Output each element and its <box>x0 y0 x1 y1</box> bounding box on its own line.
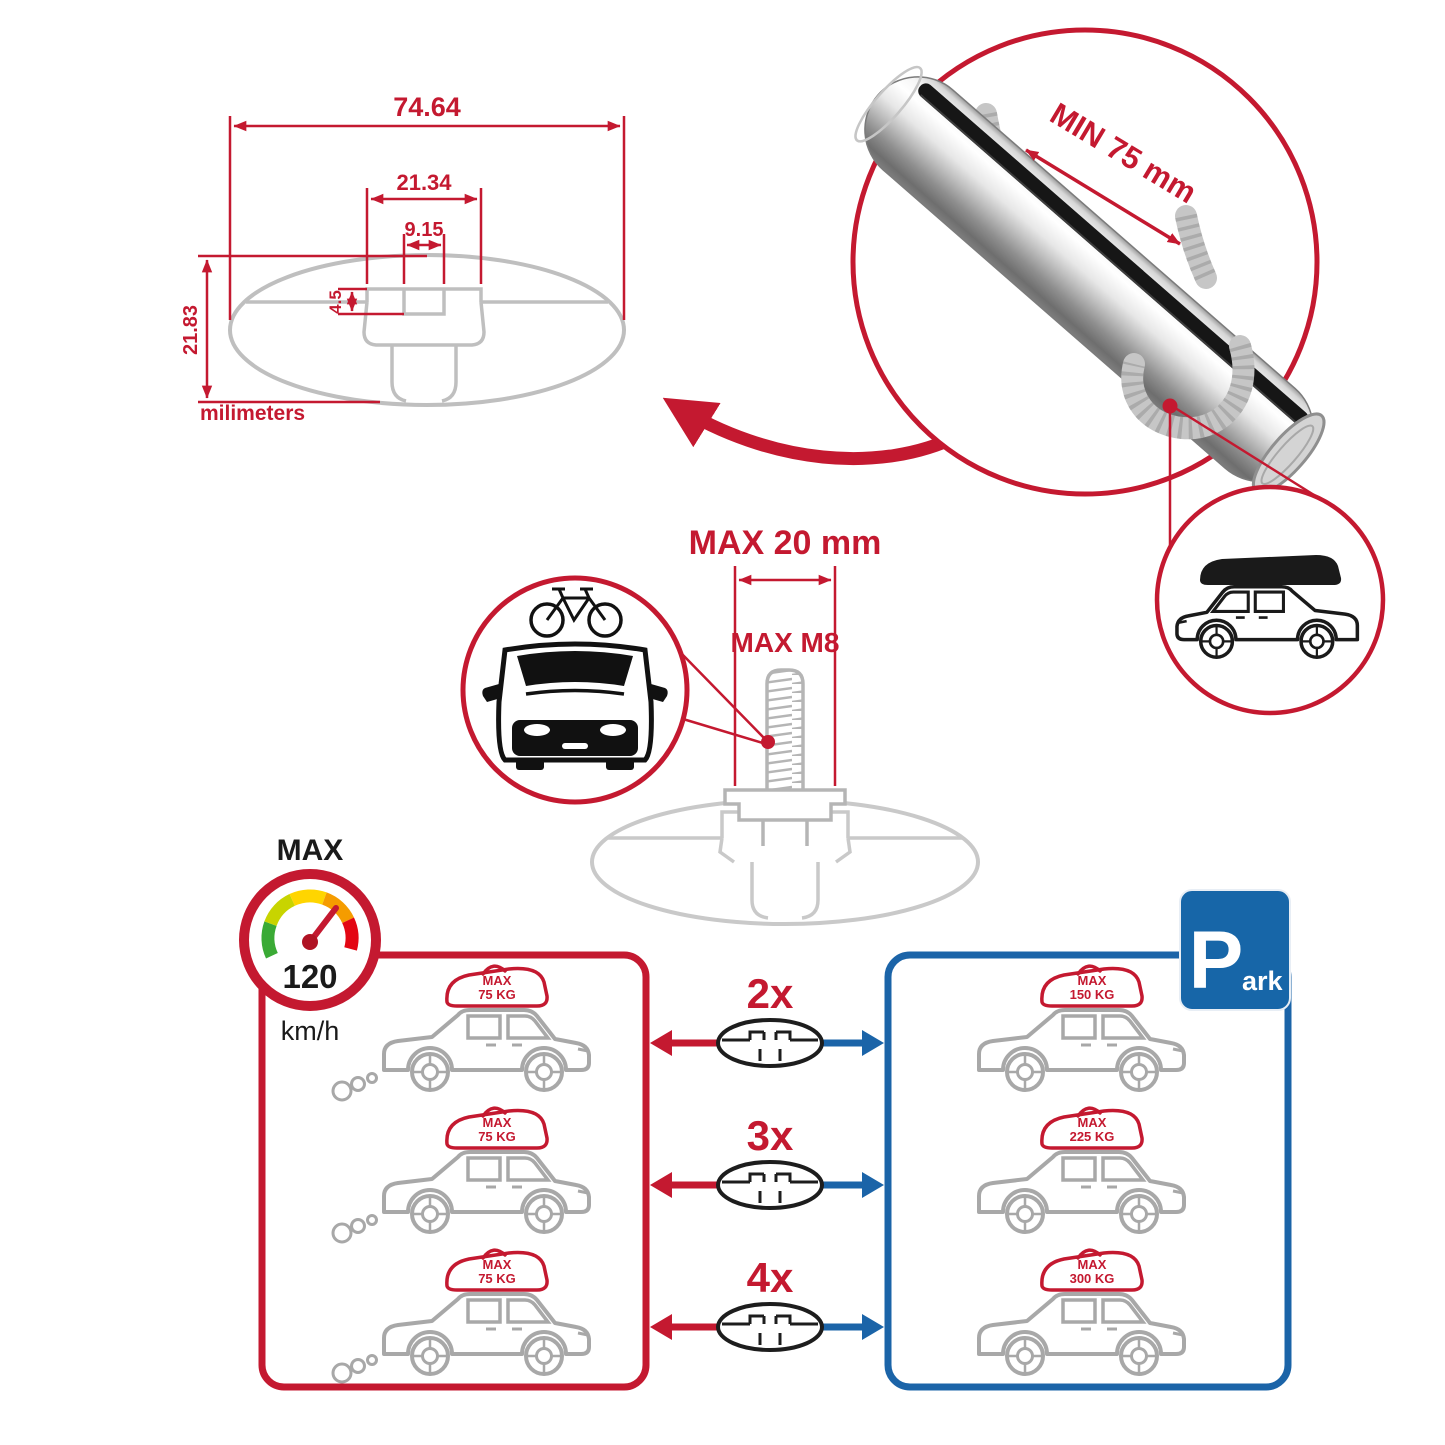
bolt-leader-lines <box>679 651 767 746</box>
suv-roofbox-circle <box>1154 484 1386 716</box>
callout-arrow-to-drawing <box>662 397 965 466</box>
speed-max-label: MAX <box>277 834 344 867</box>
right-arrowhead <box>862 1030 884 1056</box>
dim-max-length: MAX 20 mm <box>689 524 882 562</box>
crossbar-icon <box>716 1302 824 1352</box>
bag-load: 225 KG <box>1070 1129 1115 1144</box>
quantity-row-2x: 2x <box>650 970 884 1068</box>
dim-slot-width: 9.15 <box>405 219 444 241</box>
left-arrowhead <box>650 1030 672 1056</box>
dim-max-thread: MAX M8 <box>731 627 840 658</box>
callout-leader-lines <box>1168 404 1323 548</box>
dim-total-width: 74.64 <box>393 92 461 122</box>
dim-lip-depth: 4.5 <box>326 290 345 314</box>
car-front-icon <box>482 641 668 770</box>
dim-line-min-spacing <box>1025 148 1181 246</box>
park-sign-suffix: ark <box>1242 966 1284 996</box>
bag-label: MAX <box>1078 1257 1107 1272</box>
bag-load: 75 KG <box>478 1129 516 1144</box>
profile-slot <box>402 289 446 316</box>
bolt-shaft <box>765 668 805 794</box>
speedometer: MAX 120 km/h <box>239 834 381 1046</box>
left-arrowhead <box>650 1314 672 1340</box>
roof-box <box>1200 555 1342 585</box>
dim-ext-total <box>228 116 626 320</box>
gauge-hub <box>302 934 318 950</box>
car-bike-circle <box>460 575 690 805</box>
bike-icon <box>529 587 623 638</box>
bag-load: 150 KG <box>1070 987 1115 1002</box>
profile-dimension-drawing: 74.64 21.34 9.15 4.5 21.83 milimeters <box>180 92 626 425</box>
bag-label: MAX <box>1078 1115 1107 1130</box>
profile-stem <box>390 345 458 403</box>
quantity-label: 4x <box>747 1254 794 1301</box>
quantity-label: 3x <box>747 1112 794 1159</box>
bag-label: MAX <box>483 1115 512 1130</box>
clamp-rod-front <box>1121 335 1255 440</box>
dim-unit-label: milimeters <box>200 402 305 425</box>
crossbar-render <box>854 65 1326 495</box>
bolt-profile-stem <box>750 862 820 920</box>
crossbar-icon <box>716 1018 824 1068</box>
speed-value: 120 <box>282 958 337 995</box>
quantity-row-4x: 4x <box>650 1254 884 1352</box>
blue-panel-bags: MAX 150 KG MAX 225 KG MAX 300 KG <box>1040 964 1144 1292</box>
park-sign: P ark <box>1179 889 1291 1011</box>
dim-ext-channel <box>365 188 483 284</box>
dim-ext-height <box>198 254 427 404</box>
dim-ext-max-length <box>733 566 837 786</box>
crossbar-detail-circle: MIN 75 mm <box>850 27 1326 548</box>
profile-channel-block <box>362 287 486 347</box>
bag-label: MAX <box>483 973 512 988</box>
bolt-plate <box>723 788 847 822</box>
speed-unit: km/h <box>281 1016 340 1046</box>
quantity-row-3x: 3x <box>650 1112 884 1210</box>
dim-channel-width: 21.34 <box>396 170 452 195</box>
dim-ext-slot <box>402 234 446 284</box>
bag-load: 75 KG <box>478 1271 516 1286</box>
profile-ellipse <box>228 253 626 407</box>
red-panel-bags: MAX 75 KG MAX 75 KG MAX 75 KG <box>445 964 549 1292</box>
bag-label: MAX <box>483 1257 512 1272</box>
gauge-arc <box>261 889 359 959</box>
bolt-neck <box>761 820 809 846</box>
bag-load: 75 KG <box>478 987 516 1002</box>
crossbar-rubber-strip <box>918 83 1309 426</box>
bag-load: 300 KG <box>1070 1271 1115 1286</box>
crossbar-icon <box>716 1160 824 1210</box>
dim-height: 21.83 <box>180 305 202 355</box>
quantity-label: 2x <box>747 970 794 1017</box>
right-arrowhead <box>862 1172 884 1198</box>
right-arrowhead <box>862 1314 884 1340</box>
dim-ext-lip <box>338 287 404 316</box>
bolt-diagram: MAX 20 mm MAX M8 <box>590 524 980 926</box>
left-arrowhead <box>650 1172 672 1198</box>
bag-label: MAX <box>1078 973 1107 988</box>
park-sign-letter: P <box>1189 915 1244 1006</box>
